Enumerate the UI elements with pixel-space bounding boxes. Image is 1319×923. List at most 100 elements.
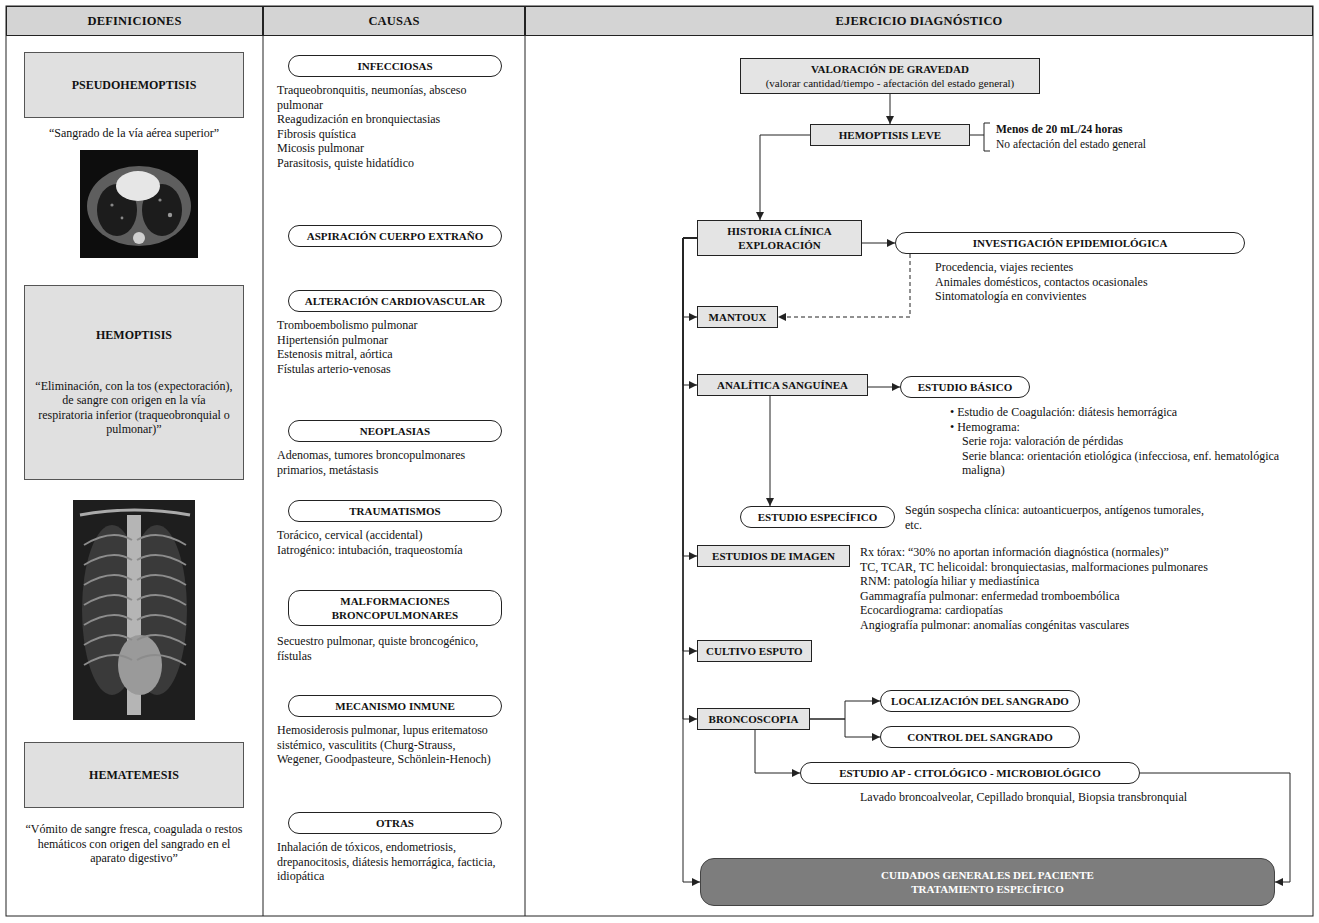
node-title: HEMOPTISIS LEVE — [839, 128, 941, 142]
node-title: PSEUDOHEMOPTISIS — [72, 78, 197, 92]
node-title: VALORACIÓN DE GRAVEDAD — [811, 62, 969, 76]
note-text: Rx tórax: “30% no aportan información di… — [860, 545, 1210, 560]
note-text: Parasitosis, quiste hidatídico — [277, 156, 503, 171]
node-title: MALFORMACIONES BRONCOPULMONARES — [320, 594, 470, 622]
rounded-label: ESTUDIO ESPECÍFICO — [740, 506, 895, 528]
connector-arrow — [760, 135, 810, 220]
text-block: Procedencia, viajes recientesAnimales do… — [935, 260, 1305, 304]
connector-arrow — [683, 238, 697, 719]
ct-background — [80, 150, 198, 258]
text-block: Tromboembolismo pulmonarHipertensión pul… — [277, 318, 503, 376]
ct-scan-image — [80, 150, 198, 258]
node-title: ESTUDIOS DE IMAGEN — [712, 549, 835, 563]
note-text: Tromboembolismo pulmonar — [277, 318, 503, 333]
text-block: Rx tórax: “30% no aportan información di… — [860, 545, 1210, 632]
node-title: INFECCIOSAS — [357, 59, 432, 73]
rounded-label: MECANISMO INMUNE — [288, 695, 502, 717]
text-block: Torácico, cervical (accidental)Iatrogéni… — [277, 528, 503, 557]
node-title: ANALÍTICA SANGUÍNEA — [717, 378, 848, 392]
note-text: Ecocardiograma: cardiopatías — [860, 603, 1210, 618]
node-title: OTRAS — [376, 816, 414, 830]
note-text: Serie blanca: orientación etiológica (in… — [950, 449, 1305, 478]
column-header: CAUSAS — [263, 6, 525, 36]
note-text: Micosis pulmonar — [277, 141, 503, 156]
node-title: HEMOPTISIS — [96, 328, 172, 342]
node-title: ESTUDIO BÁSICO — [918, 380, 1012, 394]
connector-arrow — [683, 238, 697, 385]
process-box: BRONCOSCOPIA — [697, 708, 810, 730]
rounded-label: INVESTIGACIÓN EPIDEMIOLÓGICA — [895, 232, 1245, 254]
note-text: Gammagrafía pulmonar: enfermedad tromboe… — [860, 589, 1210, 604]
process-box: HISTORIA CLÍNICA EXPLORACIÓN — [697, 220, 862, 256]
text-block: Lavado broncoalveolar, Cepillado bronqui… — [860, 790, 1300, 805]
text-block: “Sangrado de la vía aérea superior” — [22, 126, 246, 141]
text-block: Secuestro pulmonar, quiste broncogénico,… — [277, 634, 503, 663]
process-box: VALORACIÓN DE GRAVEDAD(valorar cantidad/… — [740, 58, 1040, 94]
xray-clavicles — [80, 510, 190, 515]
rounded-label: MALFORMACIONES BRONCOPULMONARES — [288, 590, 502, 626]
node-title: CUIDADOS GENERALES DEL PACIENTE TRATAMIE… — [858, 868, 1118, 896]
node-title: ESTUDIO ESPECÍFICO — [758, 510, 878, 524]
rounded-label: CONTROL DEL SANGRADO — [880, 726, 1080, 748]
node-title: LOCALIZACIÓN DEL SANGRADO — [891, 694, 1069, 708]
ct-spine — [133, 232, 145, 244]
definition-box: HEMATEMESIS — [24, 742, 244, 808]
xray-heart — [118, 635, 162, 695]
xray-background — [73, 500, 195, 720]
ct-vessel — [110, 203, 113, 206]
note-text: Hipertensión pulmonar — [277, 333, 503, 348]
note-text: Adenomas, tumores broncopulmonares prima… — [277, 448, 503, 477]
note-text: “Vómito de sangre fresca, coagulada o re… — [22, 822, 246, 866]
note-text: Según sospecha clínica: autoanticuerpos,… — [905, 503, 1205, 532]
text-block: Según sospecha clínica: autoanticuerpos,… — [905, 503, 1205, 532]
node-title: TRAUMATISMOS — [349, 504, 440, 518]
note-text: Angiografía pulmonar: anomalías congénit… — [860, 618, 1210, 633]
connector-arrow — [810, 719, 880, 737]
ct-vessel — [121, 217, 124, 220]
rounded-label: OTRAS — [288, 812, 502, 834]
node-title: ESTUDIO AP - CITOLÓGICO - MICROBIOLÓGICO — [839, 766, 1101, 780]
connector-arrow — [862, 243, 895, 244]
connector-arrow — [868, 387, 900, 388]
note-text: Animales domésticos, contactos ocasional… — [935, 275, 1305, 290]
note-text: Iatrogénico: intubación, traqueostomía — [277, 543, 503, 558]
node-title: HEMATEMESIS — [89, 768, 179, 782]
rounded-label: TRAUMATISMOS — [288, 500, 502, 522]
process-box: ANALÍTICA SANGUÍNEA — [697, 374, 868, 396]
text-block: Traqueobronquitis, neumonías, absceso pu… — [277, 83, 503, 170]
node-title: BRONCOSCOPIA — [709, 712, 799, 726]
node-title: INVESTIGACIÓN EPIDEMIOLÓGICA — [973, 236, 1168, 250]
note-text: TC, TCAR, TC helicoidal: bronquiectasias… — [860, 560, 1210, 575]
rounded-label: LOCALIZACIÓN DEL SANGRADO — [880, 690, 1080, 712]
rounded-label: NEOPLASIAS — [288, 420, 502, 442]
note-text: Traqueobronquitis, neumonías, absceso pu… — [277, 83, 503, 112]
note-text: Sintomatología en convivientes — [935, 289, 1305, 304]
node-title: CULTIVO ESPUTO — [706, 644, 803, 658]
text-block: Adenomas, tumores broncopulmonares prima… — [277, 448, 503, 477]
node-title: CAUSAS — [368, 14, 419, 28]
connector-arrow — [778, 254, 910, 317]
note-text: Inhalación de tóxicos, endometriosis, dr… — [277, 840, 503, 884]
note-text: No afectación del estado general — [996, 137, 1296, 152]
connector-arrow — [683, 238, 697, 556]
column-divider — [263, 36, 264, 916]
node-title: ALTERACIÓN CARDIOVASCULAR — [305, 294, 486, 308]
column-header: DEFINICIONES — [6, 6, 263, 36]
note-text: RNM: patología hiliar y mediastínica — [860, 574, 1210, 589]
note-text: • Estudio de Coagulación: diátesis hemor… — [950, 405, 1305, 420]
text-block: • Estudio de Coagulación: diátesis hemor… — [950, 405, 1305, 478]
column-header: EJERCICIO DIAGNÓSTICO — [525, 6, 1313, 36]
connector-arrow — [683, 238, 697, 317]
text-block: Menos de 20 mL/24 horasNo afectación del… — [996, 122, 1296, 151]
xray-ribs — [84, 535, 186, 665]
definition-box: HEMOPTISIS“Eliminación, con la tos (expe… — [24, 285, 244, 480]
node-title: EJERCICIO DIAGNÓSTICO — [835, 14, 1002, 28]
chest-xray-image — [73, 500, 195, 720]
note-text: Estenosis mitral, aórtica — [277, 347, 503, 362]
connector-arrow — [770, 396, 771, 506]
node-title: CONTROL DEL SANGRADO — [907, 730, 1052, 744]
connector-arrow — [755, 730, 800, 773]
note-text: Reagudización en bronquiectasias — [277, 112, 503, 127]
node-title: ASPIRACIÓN CUERPO EXTRAÑO — [307, 229, 484, 243]
